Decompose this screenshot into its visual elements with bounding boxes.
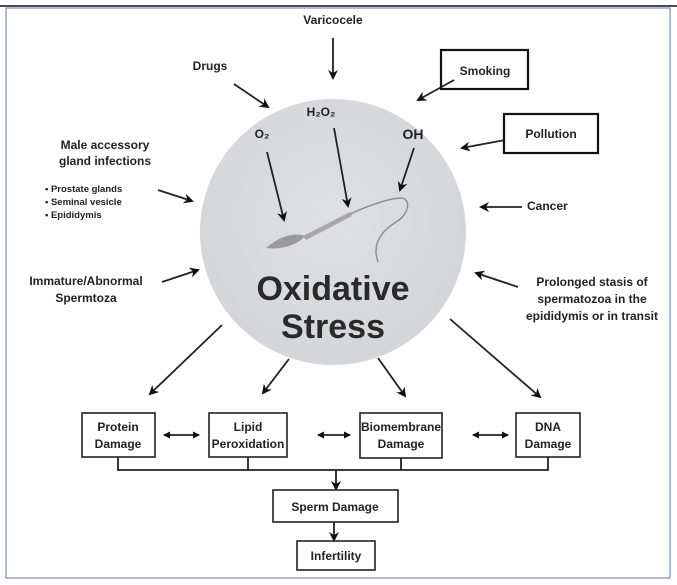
effect-biomembrane-damage: Biomembrane Damage — [359, 412, 443, 459]
smoking-box — [439, 48, 530, 91]
effect-protein-damage: Protein Damage — [81, 412, 156, 458]
label-oh: OH — [403, 126, 424, 142]
effect-label: Protein — [97, 420, 138, 434]
arrow-oh — [397, 147, 415, 192]
frame-border — [5, 7, 671, 579]
arrow-stasis — [474, 270, 519, 288]
infertility-box — [296, 540, 376, 571]
arrow-to-protein — [148, 324, 223, 396]
bullet-prostate: • Prostate glands — [45, 184, 122, 195]
infertility-label: Infertility — [311, 549, 362, 563]
effects-connector — [117, 457, 549, 471]
pollution-box — [502, 112, 600, 155]
cause-immature-line1: Immature/Abnormal — [29, 274, 142, 288]
arrow-to-biomembrane — [377, 357, 407, 398]
bullet-seminal-vesicle: • Seminal vesicle — [45, 197, 122, 208]
arrow-to-dna — [449, 318, 542, 399]
cause-cancer: Cancer — [527, 199, 568, 213]
arrow-male-accessory — [157, 189, 194, 204]
cause-drugs: Drugs — [193, 59, 228, 73]
label-o2: O₂ — [255, 127, 270, 141]
effect-label: Biomembrane — [361, 420, 441, 434]
center-title-line2: Stress — [281, 308, 385, 346]
sperm-illustration — [266, 197, 409, 263]
oxidative-stress-circle — [200, 99, 466, 365]
effect-lipid-peroxidation: Lipid Peroxidation — [208, 412, 288, 458]
arrow-to-lipid — [261, 358, 290, 395]
arrow-drugs — [233, 83, 270, 109]
arrow-smoking — [416, 79, 455, 101]
center-title-line1: Oxidative — [256, 270, 409, 308]
arrow-h2o2 — [333, 127, 352, 208]
sperm-damage-box — [272, 489, 399, 523]
cause-stasis-line3: epididymis or in transit — [526, 309, 658, 323]
cause-stasis-line2: spermatozoa in the — [537, 292, 647, 306]
effect-label: Damage — [525, 437, 572, 451]
label-h2o2: H₂O₂ — [307, 105, 336, 119]
arrow-pollution — [460, 139, 506, 152]
sperm-damage-label: Sperm Damage — [291, 500, 379, 514]
effect-dna-damage: DNA Damage — [515, 412, 581, 458]
cause-smoking: Smoking — [460, 64, 511, 78]
arrow-immature — [161, 267, 200, 283]
bullet-epididymis: • Epididymis — [45, 210, 102, 221]
arrow-o2 — [266, 151, 287, 222]
effect-label: Peroxidation — [212, 437, 285, 451]
cause-male-accessory-line2: gland infections — [59, 154, 151, 168]
cause-pollution: Pollution — [525, 127, 576, 141]
effect-label: DNA — [535, 420, 561, 434]
cause-stasis-line1: Prolonged stasis of — [536, 275, 648, 289]
effect-label: Damage — [95, 437, 142, 451]
cause-varicocele: Varicocele — [303, 13, 363, 27]
effect-label: Damage — [378, 437, 425, 451]
cause-immature-line2: Spermtoza — [55, 291, 117, 305]
effect-label: Lipid — [234, 420, 263, 434]
cause-male-accessory-line1: Male accessory — [61, 138, 150, 152]
